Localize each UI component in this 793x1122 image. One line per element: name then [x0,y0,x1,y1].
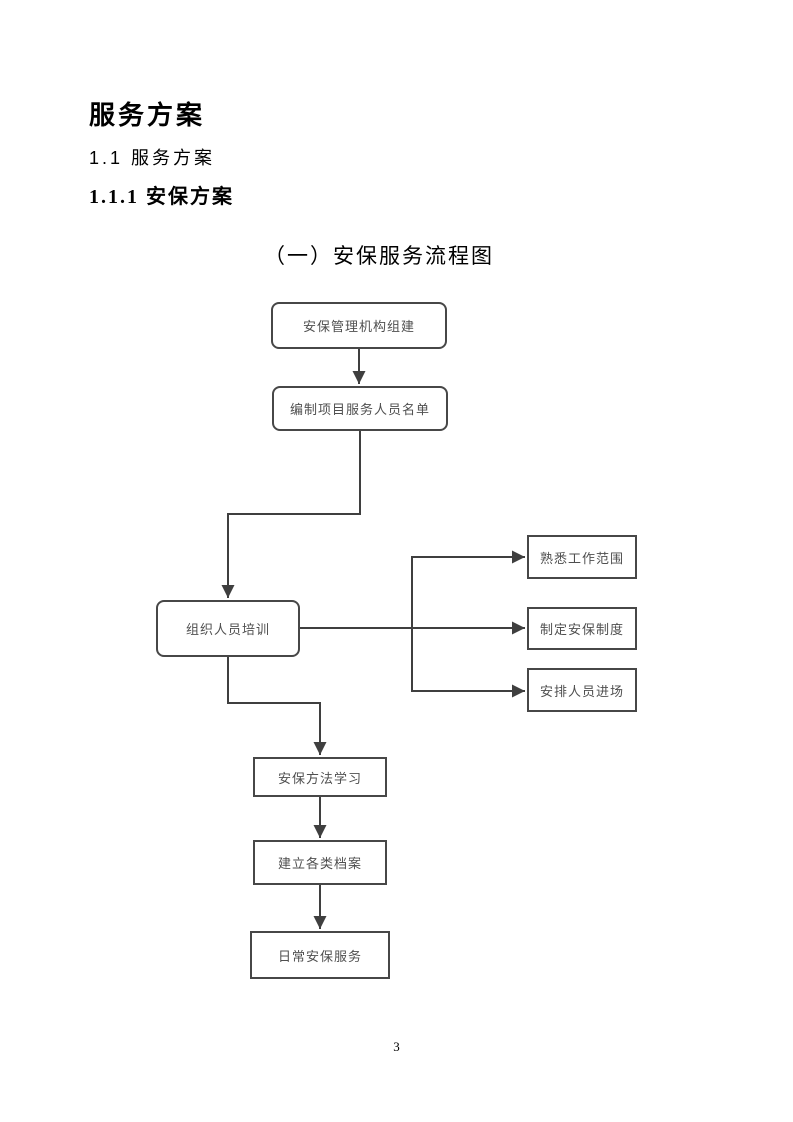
page-title: 服务方案 [89,100,206,130]
node-label: 日常安保服务 [277,948,362,964]
node-label: 组织人员培训 [185,622,270,637]
node-personnel-training: 组织人员培训 [156,600,300,657]
node-establish-security-rules: 制定安保制度 [527,607,637,650]
page-number: 3 [393,1039,400,1054]
connector-training-to-methodlearning [227,657,327,755]
node-security-org-formation: 安保管理机构组建 [271,302,447,349]
node-daily-security-service: 日常安保服务 [250,931,390,979]
node-label: 熟悉工作范围 [539,550,624,566]
node-label: 安保管理机构组建 [302,319,415,334]
flowchart-title: （一）安保服务流程图 [264,244,494,268]
node-staff-list-compilation: 编制项目服务人员名单 [272,386,448,431]
node-label: 安排人员进场 [539,683,624,699]
node-label: 编制项目服务人员名单 [289,402,430,417]
node-security-method-learning: 安保方法学习 [253,757,387,797]
connector-stafflist-to-training [221,431,361,598]
connector-branch-to-staffentry [411,628,525,698]
node-label: 安保方法学习 [277,770,362,786]
node-label: 制定安保制度 [539,622,624,637]
node-create-archives: 建立各类档案 [253,840,387,885]
node-arrange-staff-entry: 安排人员进场 [527,668,637,712]
connector-branch-to-workscope [411,550,525,628]
node-familiarize-work-scope: 熟悉工作范围 [527,535,637,579]
node-label: 建立各类档案 [277,856,362,871]
section-heading-1-1-1: 1.1.1 安保方案 [89,186,234,208]
section-heading-1-1: 1.1 服务方案 [89,148,216,168]
